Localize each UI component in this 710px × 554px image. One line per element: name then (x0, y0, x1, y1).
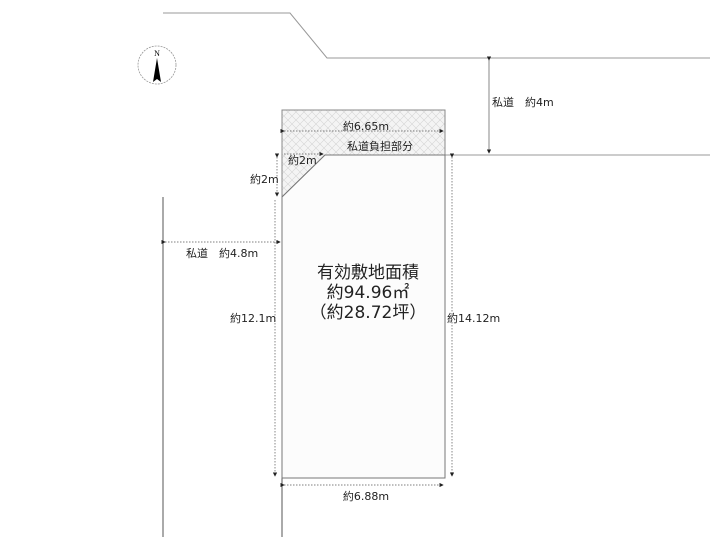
north-road-edge (163, 12, 710, 59)
compass-label: N (154, 49, 160, 58)
right-side-label: 約14.12m (447, 311, 500, 325)
north-compass-icon: N (137, 45, 177, 85)
corner-cut-h-label: 約2m (288, 153, 317, 167)
lot-boundary (281, 154, 446, 479)
left-side-label: 約12.1m (230, 311, 276, 325)
bottom-side-label: 約6.88m (343, 489, 389, 503)
west-road-label: 私道 約4.8m (186, 246, 258, 260)
area-title: 有効敷地面積 (317, 263, 419, 283)
road-burden-area-label: 私道負担部分 (347, 139, 413, 153)
road-burden-width-label: 約6.65m (343, 119, 389, 133)
area-sqm: 約94.96㎡ (327, 283, 410, 303)
area-tsubo: （約28.72坪） (310, 303, 427, 323)
north-road-label: 私道 約4m (492, 95, 554, 109)
corner-cut-v-label: 約2m (250, 172, 279, 186)
